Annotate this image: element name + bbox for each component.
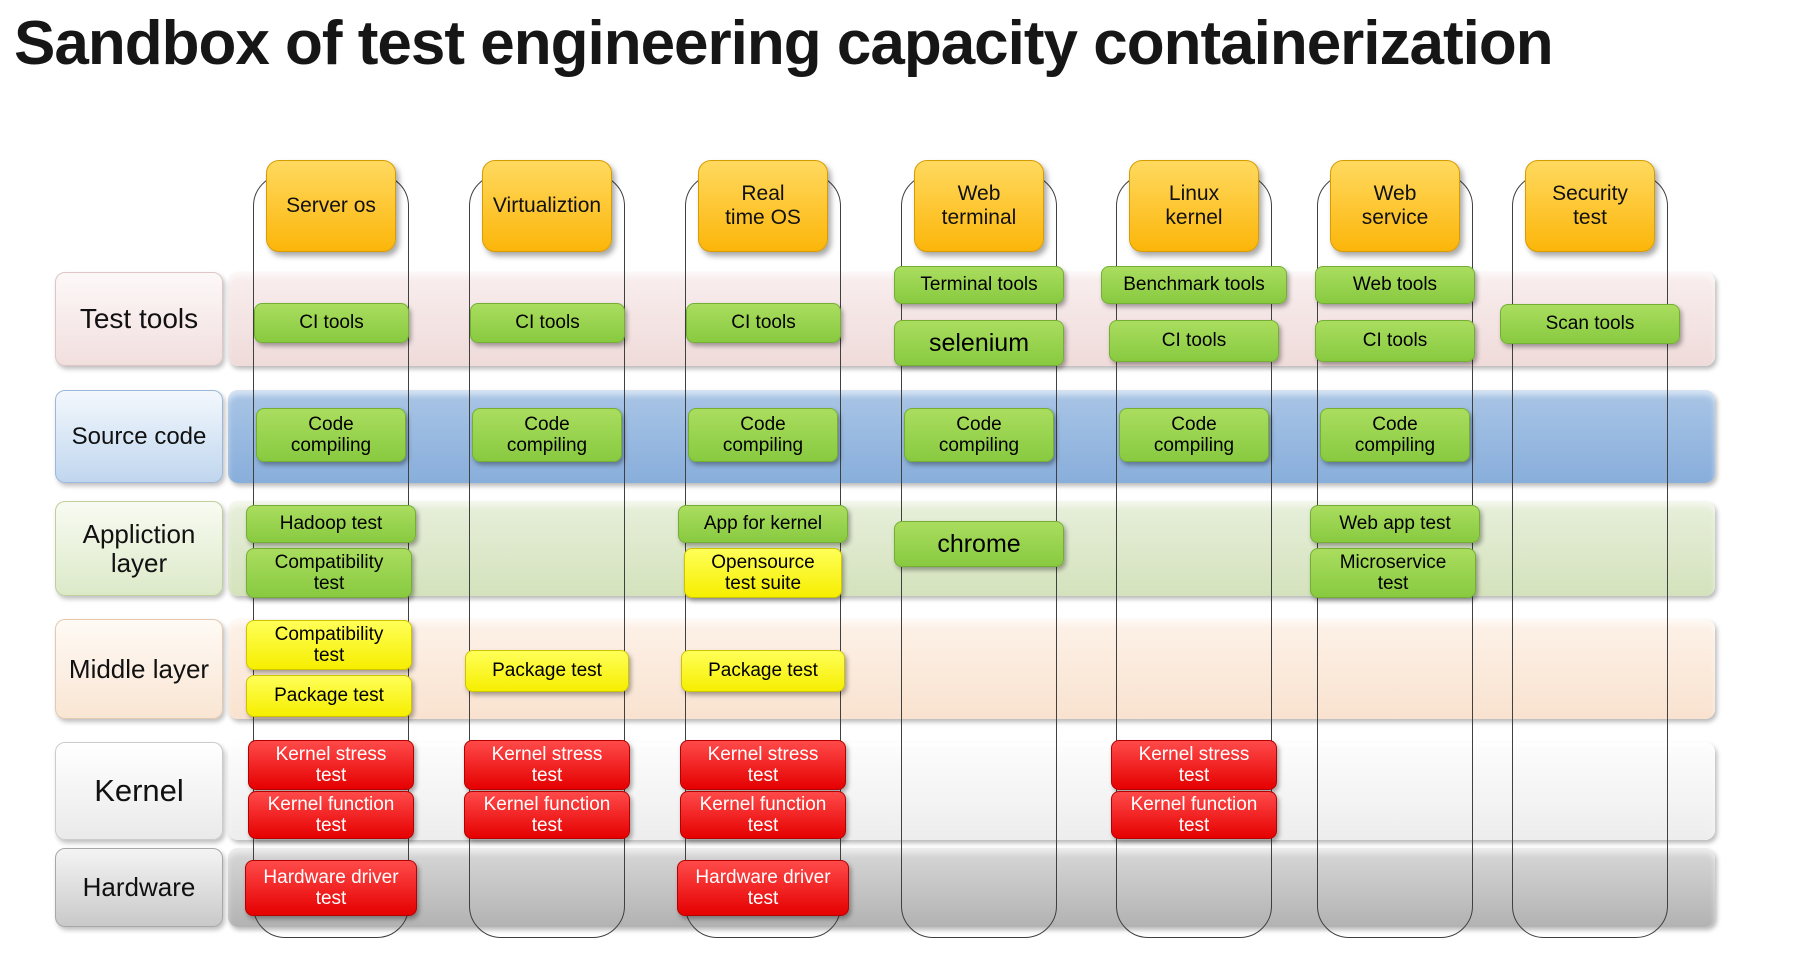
cell-web-service-microservice-test: Microservice test [1310, 548, 1476, 598]
cell-virtualiztion-package-test: Package test [465, 650, 629, 692]
cell-server-os-compatibility-test-middle: Compatibility test [246, 620, 412, 670]
cell-virtualiztion-kernel-function-test: Kernel function test [464, 791, 630, 839]
column-header-web-service: Web service [1330, 160, 1460, 252]
column-header-web-terminal: Web terminal [914, 160, 1044, 252]
cell-linux-kernel-benchmark-tools: Benchmark tools [1101, 266, 1287, 304]
page-title: Sandbox of test engineering capacity con… [14, 9, 1554, 78]
row-label-test-tools: Test tools [55, 272, 223, 366]
row-label-source-code: Source code [55, 390, 223, 483]
cell-web-terminal-terminal-tools: Terminal tools [894, 266, 1064, 304]
cell-linux-kernel-ci-tools: CI tools [1109, 320, 1279, 362]
cell-real-time-os-ci-tools: CI tools [686, 303, 841, 343]
cell-real-time-os-opensource-test-suite: Opensource test suite [684, 548, 842, 598]
cell-virtualiztion-ci-tools: CI tools [470, 303, 625, 343]
cell-real-time-os-hardware-driver-test: Hardware driver test [677, 860, 849, 916]
column-header-real-time-os: Real time OS [698, 160, 828, 252]
cell-web-terminal-selenium: selenium [894, 320, 1064, 366]
column-header-virtualiztion: Virtualiztion [482, 160, 612, 252]
cell-server-os-kernel-function-test: Kernel function test [248, 791, 414, 839]
cell-web-service-ci-tools: CI tools [1315, 320, 1475, 362]
cell-real-time-os-kernel-stress-test: Kernel stress test [680, 740, 846, 790]
cell-virtualiztion-code-compiling: Code compiling [472, 408, 622, 462]
cell-virtualiztion-kernel-stress-test: Kernel stress test [464, 740, 630, 790]
cell-server-os-ci-tools: CI tools [254, 303, 409, 343]
cell-server-os-hardware-driver-test: Hardware driver test [245, 860, 417, 916]
cell-server-os-compatibility-test: Compatibility test [246, 548, 412, 598]
column-header-security-test: Security test [1525, 160, 1655, 252]
cell-real-time-os-code-compiling: Code compiling [688, 408, 838, 462]
row-label-middle-layer: Middle layer [55, 619, 223, 719]
column-outline-security-test [1512, 174, 1668, 938]
row-label-kernel: Kernel [55, 742, 223, 840]
cell-linux-kernel-code-compiling: Code compiling [1119, 408, 1269, 462]
cell-server-os-hadoop-test: Hadoop test [246, 505, 416, 543]
row-label-hardware: Hardware [55, 848, 223, 927]
cell-real-time-os-kernel-function-test: Kernel function test [680, 791, 846, 839]
cell-linux-kernel-kernel-stress-test: Kernel stress test [1111, 740, 1277, 790]
column-header-server-os: Server os [266, 160, 396, 252]
cell-security-test-scan-tools: Scan tools [1500, 304, 1680, 344]
cell-linux-kernel-kernel-function-test: Kernel function test [1111, 791, 1277, 839]
cell-real-time-os-package-test: Package test [681, 650, 845, 692]
cell-server-os-code-compiling: Code compiling [256, 408, 406, 462]
cell-server-os-kernel-stress-test: Kernel stress test [248, 740, 414, 790]
cell-web-terminal-code-compiling: Code compiling [904, 408, 1054, 462]
column-header-linux-kernel: Linux kernel [1129, 160, 1259, 252]
cell-real-time-os-app-for-kernel: App for kernel [678, 505, 848, 543]
row-label-application-layer: Appliction layer [55, 501, 223, 596]
cell-server-os-package-test: Package test [246, 675, 412, 717]
cell-web-terminal-chrome: chrome [894, 521, 1064, 567]
cell-web-service-web-app-test: Web app test [1310, 505, 1480, 543]
cell-web-service-web-tools: Web tools [1315, 266, 1475, 304]
cell-web-service-code-compiling: Code compiling [1320, 408, 1470, 462]
